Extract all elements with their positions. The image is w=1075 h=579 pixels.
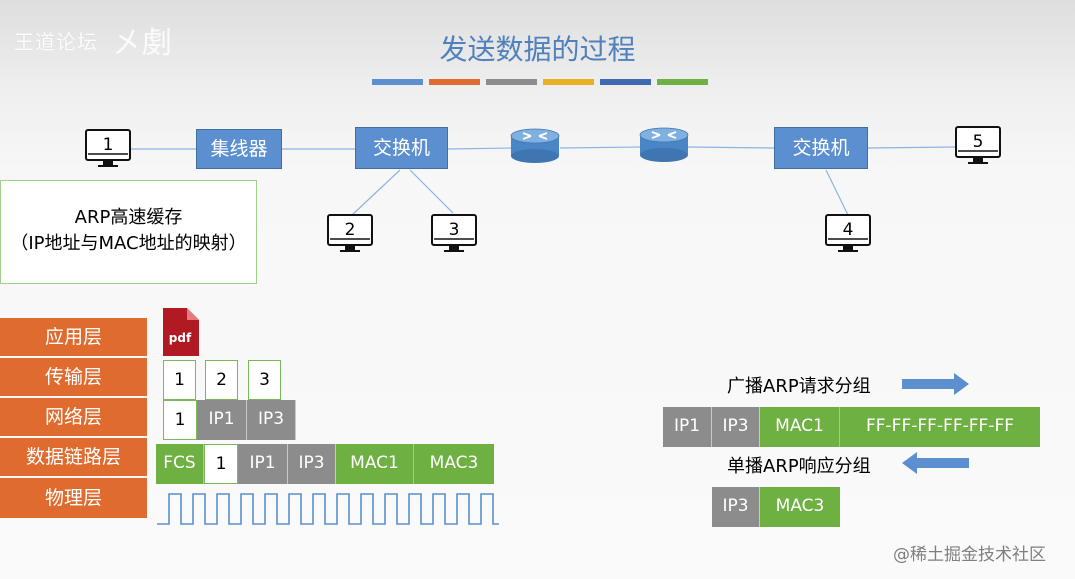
- pdf-file-icon: pdf: [163, 308, 199, 356]
- svg-text:pdf: pdf: [169, 331, 192, 345]
- pc-label-5: 5: [973, 132, 984, 152]
- link-router-switch: [687, 146, 775, 149]
- arp-reply-mac3: MAC3: [760, 487, 840, 527]
- color-bar: [486, 79, 537, 85]
- arp-cache-title: ARP高速缓存: [74, 207, 183, 228]
- arp-cache-box: ARP高速缓存 （IP地址与MAC地址的映射）: [0, 180, 257, 284]
- link-router-router: [559, 146, 641, 149]
- title-color-bars: [372, 79, 708, 85]
- frame-mac3: MAC3: [414, 444, 494, 484]
- packet-payload: 1: [163, 400, 197, 440]
- watermark-logo: 㐅㓺: [112, 26, 172, 61]
- hub-box: 集线器: [196, 129, 282, 169]
- segment: 1: [163, 360, 196, 400]
- arrow-left-icon: [902, 452, 969, 474]
- color-bar: [372, 79, 423, 85]
- packet-ip1: IP1: [197, 400, 247, 440]
- pc-label-2: 2: [345, 220, 356, 240]
- bit-signal-waveform: [157, 493, 499, 525]
- switch-left-box: 交换机: [355, 127, 448, 169]
- watermark-text: 王道论坛: [14, 30, 98, 54]
- packet-ip3: IP3: [247, 400, 296, 440]
- frame-ip1: IP1: [238, 444, 288, 484]
- pc-icon: 2: [327, 214, 373, 252]
- router-icon: [510, 128, 560, 163]
- arp-cache-subtitle: （IP地址与MAC地址的映射）: [10, 233, 247, 254]
- arp-broadcast-label: 广播ARP请求分组: [727, 376, 871, 397]
- switch-right-box: 交换机: [774, 127, 868, 169]
- segment: 2: [205, 360, 238, 400]
- segment: 3: [248, 360, 281, 400]
- layer-transport: 传输层: [0, 358, 147, 398]
- color-bar: [429, 79, 480, 85]
- color-bar: [600, 79, 651, 85]
- link-switch-router: [447, 147, 513, 150]
- frame-fcs: FCS: [156, 444, 204, 484]
- link-switch-pc5: [867, 146, 957, 149]
- network-topology: 1 2 3 5 4: [85, 126, 1001, 252]
- pc-icon: 1: [85, 129, 131, 167]
- arp-reply-ip3: IP3: [712, 487, 760, 527]
- pc-icon: 3: [431, 214, 477, 252]
- page-title: 发送数据的过程: [439, 33, 636, 66]
- color-bar: [657, 79, 708, 85]
- layer-data-link: 数据链路层: [0, 438, 147, 478]
- attribution-text: @稀土掘金技术社区: [893, 545, 1046, 565]
- arp-request-broadcast-mac: FF-FF-FF-FF-FF-FF: [840, 407, 1040, 447]
- layer-application: 应用层: [0, 318, 147, 358]
- color-bar: [543, 79, 594, 85]
- arp-unicast-label: 单播ARP响应分组: [727, 456, 871, 477]
- arp-request-ip1: IP1: [663, 407, 712, 447]
- frame-ip3: IP3: [288, 444, 336, 484]
- router-icon: [639, 127, 689, 162]
- pc-icon: 5: [955, 126, 1001, 164]
- frame-payload: 1: [204, 444, 238, 484]
- arp-request-mac1: MAC1: [760, 407, 840, 447]
- pc-label-1: 1: [103, 135, 114, 155]
- pc-icon: 4: [825, 214, 871, 252]
- layer-network: 网络层: [0, 398, 147, 438]
- arrow-right-icon: [902, 373, 969, 395]
- link-switch-pc2: [351, 169, 401, 216]
- pc-label-3: 3: [449, 220, 460, 240]
- arp-request-ip3: IP3: [712, 407, 760, 447]
- link-switch-pc3: [409, 169, 454, 214]
- frame-mac1: MAC1: [336, 444, 414, 484]
- pc-label-4: 4: [843, 220, 854, 240]
- link-switch-pc4: [825, 169, 849, 216]
- layer-physical: 物理层: [0, 478, 147, 518]
